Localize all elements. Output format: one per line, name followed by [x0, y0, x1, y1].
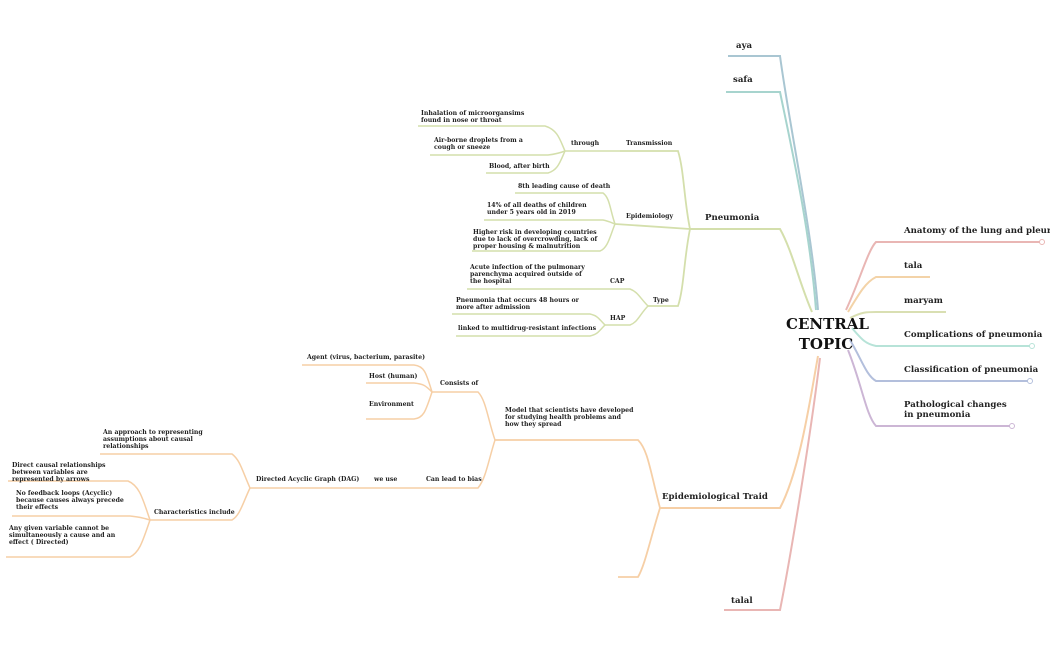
branch-aya — [728, 55, 819, 311]
branch-t3 — [486, 150, 566, 174]
node-epidemiology[interactable]: Epidemiology — [626, 213, 674, 220]
branch-c3 — [6, 519, 151, 558]
node-e1[interactable]: 8th leading cause of death — [518, 183, 611, 190]
branch-hap2 — [456, 324, 606, 337]
node-transmission[interactable]: Transmission — [626, 140, 673, 147]
central-topic[interactable]: CENTRAL TOPIC — [786, 315, 869, 354]
branch-hap — [605, 305, 649, 326]
branch-classification — [849, 339, 1028, 382]
node-e2[interactable]: 14% of all deaths of children under 5 ye… — [487, 202, 587, 217]
classification-collapse-dot[interactable] — [1027, 378, 1033, 384]
node-triad[interactable]: Epidemiological Traid — [662, 492, 768, 502]
pathological-collapse-dot[interactable] — [1009, 423, 1015, 429]
node-pneumonia[interactable]: Pneumonia — [705, 213, 760, 223]
branch-transmission — [620, 150, 691, 230]
node-type[interactable]: Type — [653, 297, 669, 304]
branch-cap — [605, 288, 649, 307]
branch-anatomy — [845, 241, 1040, 311]
branch-host — [366, 382, 433, 393]
node-maryam[interactable]: maryam — [904, 296, 943, 306]
anatomy-collapse-dot[interactable] — [1039, 239, 1045, 245]
branch-safa — [726, 91, 817, 311]
node-through[interactable]: through — [571, 140, 600, 147]
complications-collapse-dot[interactable] — [1029, 343, 1035, 349]
node-cap[interactable]: CAP — [610, 278, 625, 285]
node-pathological[interactable]: Pathological changes in pneumonia — [904, 400, 1007, 420]
node-characteristics[interactable]: Characteristics include — [154, 509, 235, 516]
branch-complications — [851, 327, 1030, 347]
node-approach[interactable]: An approach to representing assumptions … — [103, 429, 203, 451]
node-complications[interactable]: Complications of pneumonia — [904, 330, 1043, 340]
branch-e3 — [472, 223, 616, 252]
node-hap1[interactable]: Pneumonia that occurs 48 hours or more a… — [456, 297, 579, 312]
node-agent[interactable]: Agent (virus, bacterium, parasite) — [307, 354, 426, 361]
node-c1[interactable]: Direct causal relationships between vari… — [12, 462, 106, 484]
branch-approach — [100, 453, 251, 489]
node-bias[interactable]: Can lead to bias — [426, 476, 482, 483]
branch-model — [495, 439, 661, 509]
branch-c2 — [12, 515, 151, 521]
branch-type — [648, 228, 691, 307]
branch-e2 — [484, 219, 616, 225]
node-hap[interactable]: HAP — [610, 315, 626, 322]
branch-t2 — [430, 150, 566, 156]
branch-c1 — [8, 480, 151, 521]
branch-maryam — [849, 311, 946, 319]
node-c2[interactable]: No feedback loops (Acyclic) because caus… — [16, 490, 124, 512]
branch-epidemiology — [614, 223, 691, 230]
branch-hap1 — [452, 313, 606, 326]
node-safa[interactable]: safa — [733, 75, 753, 85]
node-consists[interactable]: Consists of — [440, 380, 479, 387]
branch-pathological — [847, 349, 1010, 427]
node-environment[interactable]: Environment — [369, 401, 414, 408]
branch-agent — [302, 364, 433, 393]
branch-triad-down — [618, 507, 661, 578]
branch-talal — [724, 357, 821, 611]
branch-t1 — [418, 125, 566, 152]
branch-environment — [366, 391, 433, 420]
branch-bias — [420, 439, 496, 489]
node-t3[interactable]: Blood, after birth — [489, 163, 550, 170]
node-aya[interactable]: aya — [736, 41, 753, 51]
node-c3[interactable]: Any given variable cannot be simultaneou… — [9, 525, 116, 547]
branch-e1 — [515, 192, 616, 225]
node-dag[interactable]: Directed Acyclic Graph (DAG) — [256, 476, 360, 483]
node-tala[interactable]: tala — [904, 261, 923, 271]
node-classification[interactable]: Classification of pneumonia — [904, 365, 1039, 375]
node-cap-desc[interactable]: Acute infection of the pulmonary parench… — [470, 264, 585, 286]
branch-pneumonia — [690, 228, 813, 313]
branch-consists — [432, 391, 496, 441]
node-weuse[interactable]: we use — [374, 476, 398, 483]
branch-characteristics — [150, 487, 251, 521]
node-e3[interactable]: Higher risk in developing countries due … — [473, 229, 598, 251]
node-hap2[interactable]: linked to multidrug-resistant infections — [458, 325, 597, 332]
node-model[interactable]: Model that scientists have developed for… — [505, 407, 634, 429]
node-anatomy[interactable]: Anatomy of the lung and pleura — [904, 226, 1050, 236]
node-t2[interactable]: Air-borne droplets from a cough or sneez… — [434, 137, 523, 152]
node-talal[interactable]: talal — [731, 596, 753, 606]
branch-triad — [660, 355, 819, 509]
branch-tala — [847, 276, 930, 313]
node-t1[interactable]: Inhalation of microorgansims found in no… — [421, 110, 525, 125]
node-host[interactable]: Host (human) — [369, 373, 418, 380]
